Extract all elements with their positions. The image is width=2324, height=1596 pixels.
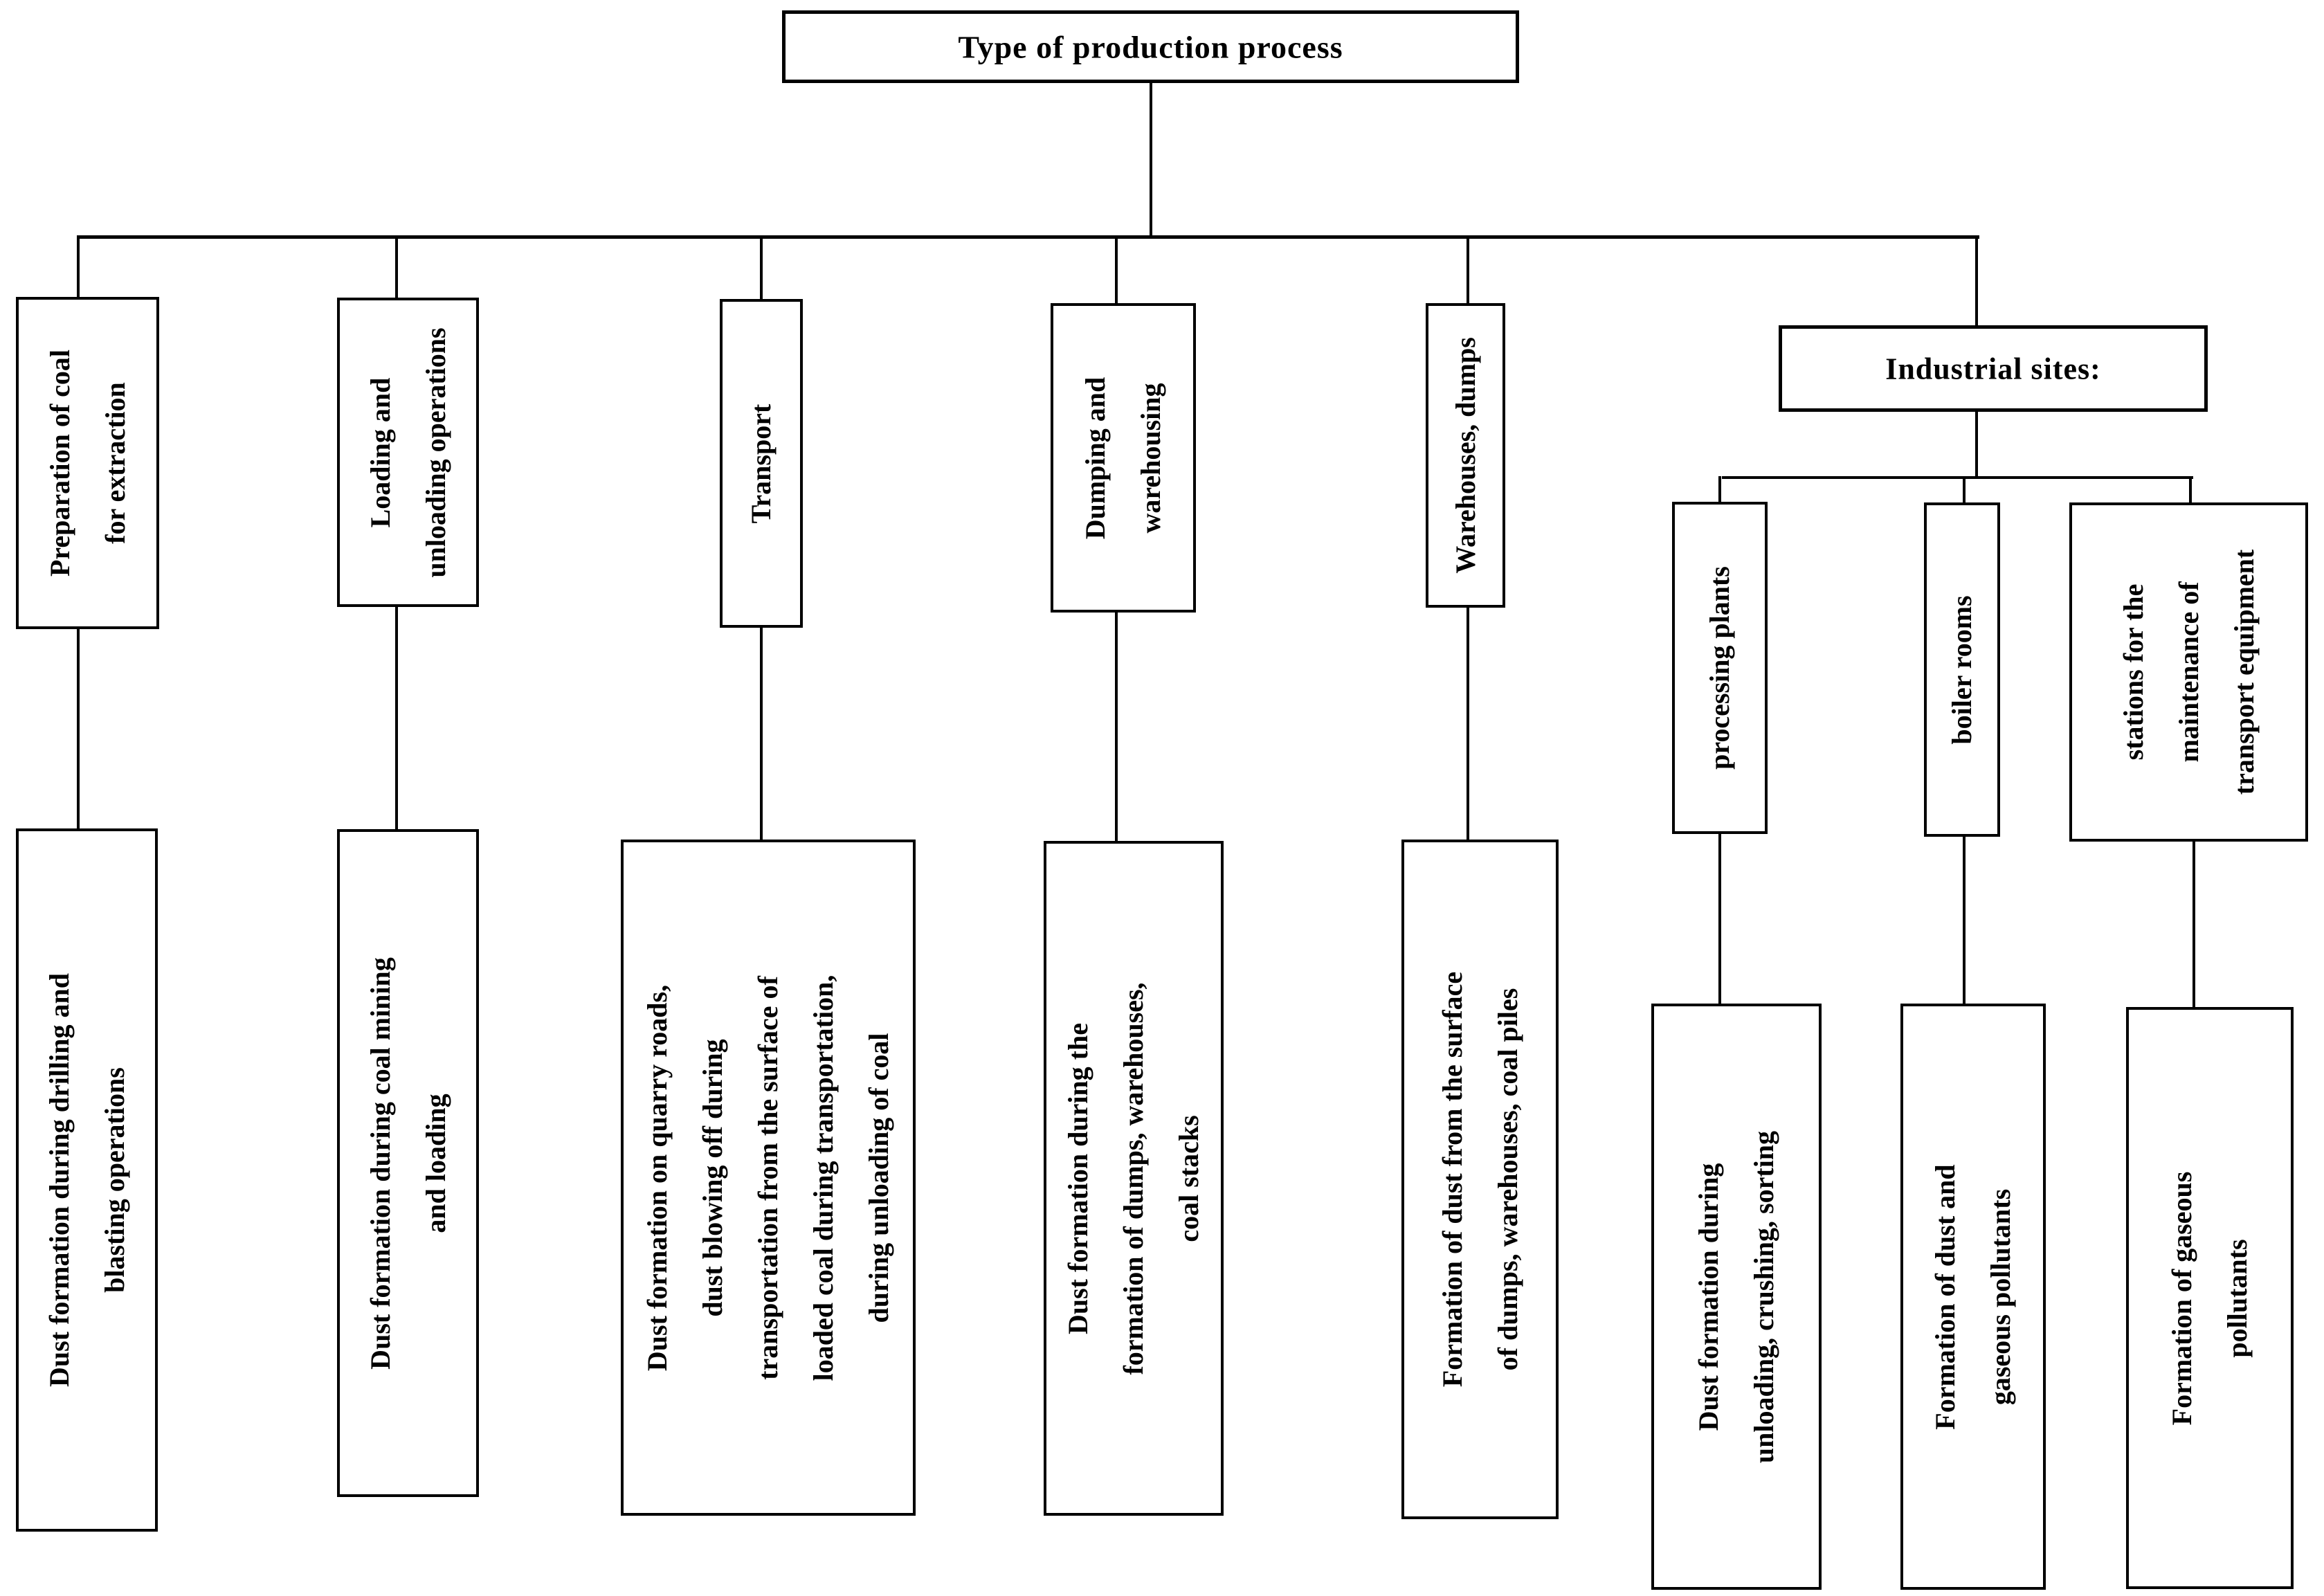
connector-drop-industrial	[1975, 235, 1978, 327]
node-dumping: Dumping and warehousing	[1051, 303, 1196, 613]
node-loading: Loading and unloading operations	[337, 298, 479, 607]
connector-dumping-outcome	[1115, 613, 1118, 841]
node-preparation-label: Preparation of coal for extraction	[44, 349, 131, 577]
connector-transport-outcome	[760, 628, 763, 840]
outcome-boiler-rooms: Formation of dust and gaseous pollutants	[1900, 1004, 2046, 1590]
outcome-loading: Dust formation during coal mining and lo…	[337, 829, 479, 1497]
connector-processing-plants-outcome	[1718, 834, 1721, 1004]
outcome-processing-plants-label: Dust formation during unloading, crushin…	[1693, 1130, 1779, 1463]
node-dumping-label: Dumping and warehousing	[1080, 377, 1166, 539]
outcome-preparation-label: Dust formation during drilling and blast…	[43, 973, 130, 1387]
outcome-dumping-label: Dust formation during the formation of d…	[1062, 981, 1204, 1375]
connector-drop-preparation	[77, 235, 80, 299]
node-transport-label: Transport	[745, 403, 777, 523]
connector-root-trunk	[1150, 83, 1152, 237]
node-processing-plants: processing plants	[1672, 502, 1768, 834]
connector-drop-transport	[760, 235, 763, 300]
node-preparation: Preparation of coal for extraction	[16, 297, 159, 629]
node-processing-plants-label: processing plants	[1704, 566, 1735, 770]
node-maintenance-stations: stations for the maintenance of transpor…	[2069, 502, 2308, 842]
node-boiler-rooms-label: boiler rooms	[1946, 595, 1977, 745]
node-transport: Transport	[720, 299, 803, 628]
outcome-dumping: Dust formation during the formation of d…	[1044, 841, 1224, 1516]
outcome-warehouses-label: Formation of dust from the surface of du…	[1436, 971, 1523, 1388]
connector-boiler-rooms-outcome	[1963, 837, 1966, 1004]
node-warehouses: Warehouses, dumps	[1426, 303, 1505, 608]
node-maintenance-stations-label: stations for the maintenance of transpor…	[2117, 549, 2260, 795]
outcome-loading-label: Dust formation during coal mining and lo…	[364, 956, 451, 1370]
node-industrial-sites: Industrial sites:	[1779, 325, 2208, 412]
connector-drop-loading	[395, 235, 398, 299]
node-boiler-rooms: boiler rooms	[1924, 502, 2000, 837]
connector-preparation-outcome	[77, 629, 80, 828]
connector-drop-boiler-rooms	[1963, 476, 1966, 505]
outcome-maintenance-stations-label: Formation of gaseous pollutants	[2166, 1171, 2253, 1425]
connector-maintenance-stations-outcome	[2193, 842, 2195, 1007]
connector-industrial-rail	[1722, 476, 2193, 479]
node-loading-label: Loading and unloading operations	[364, 327, 451, 578]
connector-drop-processing-plants	[1718, 476, 1721, 504]
connector-drop-warehouses	[1467, 235, 1469, 305]
node-warehouses-label: Warehouses, dumps	[1449, 337, 1481, 574]
connector-industrial-trunk	[1975, 412, 1978, 478]
connector-loading-outcome	[395, 607, 398, 829]
connector-warehouses-outcome	[1467, 608, 1469, 840]
outcome-boiler-rooms-label: Formation of dust and gaseous pollutants	[1930, 1163, 2016, 1430]
node-root: Type of production process	[782, 10, 1519, 83]
node-root-label: Type of production process	[958, 29, 1343, 64]
outcome-warehouses: Formation of dust from the surface of du…	[1401, 840, 1559, 1519]
outcome-preparation: Dust formation during drilling and blast…	[16, 828, 158, 1532]
outcome-transport: Dust formation on quarry roads, dust blo…	[621, 840, 916, 1516]
connector-drop-maintenance-stations	[2189, 476, 2192, 505]
outcome-maintenance-stations: Formation of gaseous pollutants	[2126, 1007, 2294, 1589]
node-industrial-sites-label: Industrial sites:	[1885, 352, 2101, 386]
outcome-processing-plants: Dust formation during unloading, crushin…	[1651, 1004, 1822, 1590]
outcome-transport-label: Dust formation on quarry roads, dust blo…	[642, 974, 894, 1381]
connector-drop-dumping	[1115, 235, 1118, 305]
connector-main-rail	[78, 235, 1979, 239]
